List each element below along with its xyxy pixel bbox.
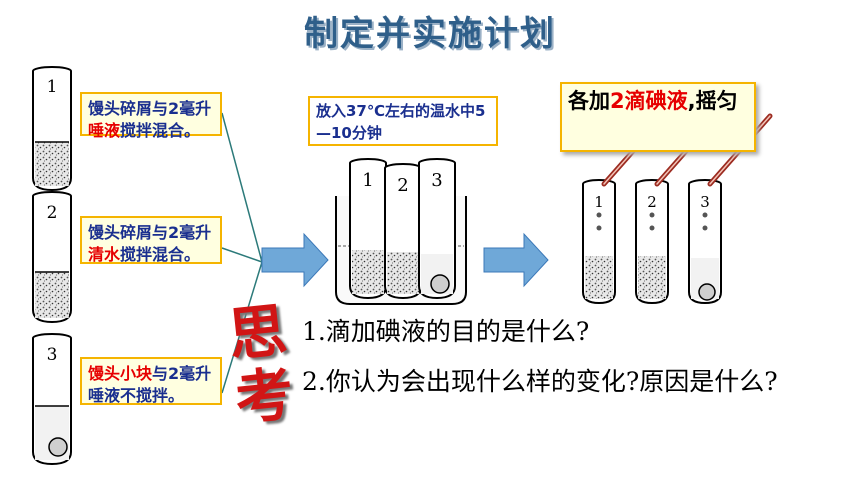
tube-3-note: 馒头小块与2毫升唾液不搅拌。 (80, 357, 222, 405)
page-title: 制定并实施计划 (304, 14, 556, 54)
tube-1-note-before: 馒头碎屑与2毫升 (88, 99, 212, 118)
converging-lines (221, 112, 263, 394)
bath-tube-1-number: 1 (362, 170, 373, 191)
bath-tube-3-number: 3 (431, 170, 442, 191)
tube-3-note-highlight: 馒头小块 (88, 364, 153, 383)
right-tube-3 (688, 179, 722, 305)
iodine-note-after: ,摇匀 (687, 89, 738, 113)
right-tube-2-number: 2 (647, 193, 657, 211)
tube-1-left (32, 66, 72, 192)
iodine-note-before: 各加 (568, 89, 610, 113)
right-tube-1-number: 1 (594, 193, 604, 211)
bath-tube-1 (349, 158, 387, 300)
tube-1-note-highlight: 唾液 (88, 121, 121, 140)
water-bath-beaker (335, 158, 467, 305)
right-tube-1 (582, 179, 616, 305)
tube-3-left (32, 333, 72, 466)
question-2: 2.你认为会出现什么样的变化?原因是什么? (302, 367, 778, 396)
tube-2-note-before: 馒头碎屑与2毫升 (88, 223, 212, 242)
tube-2-note-highlight: 清水 (88, 245, 121, 264)
tube-3-number: 3 (47, 345, 58, 365)
tube-1-note-after: 搅拌混合。 (120, 121, 201, 140)
tube-2-number: 2 (47, 203, 58, 223)
think-label: 思 考 (225, 295, 309, 434)
tube-2-left (32, 191, 72, 324)
tube-2-note: 馒头碎屑与2毫升清水搅拌混合。 (80, 216, 222, 264)
bath-tube-3 (418, 158, 456, 300)
think-char-2: 考 (231, 359, 297, 434)
think-char-1: 思 (225, 295, 291, 370)
tube-1-number: 1 (47, 77, 58, 97)
water-bath-note: 放入37℃左右的温水中5—10分钟 (308, 96, 498, 146)
tube-1-note: 馒头碎屑与2毫升唾液搅拌混合。 (80, 92, 222, 140)
arrow-to-iodine (483, 232, 549, 288)
arrow-to-bath (261, 232, 329, 288)
question-1: 1.滴加碘液的目的是什么? (302, 317, 590, 346)
iodine-note-highlight: 2滴碘液 (610, 89, 688, 113)
tube-2-note-after: 搅拌混合。 (120, 245, 201, 264)
bath-tube-2-number: 2 (397, 175, 408, 196)
right-tube-3-number: 3 (700, 193, 710, 211)
iodine-note: 各加2滴碘液,摇匀 (560, 82, 756, 152)
tube-3-note-rest: 与2毫升唾液不搅拌。 (88, 364, 212, 405)
